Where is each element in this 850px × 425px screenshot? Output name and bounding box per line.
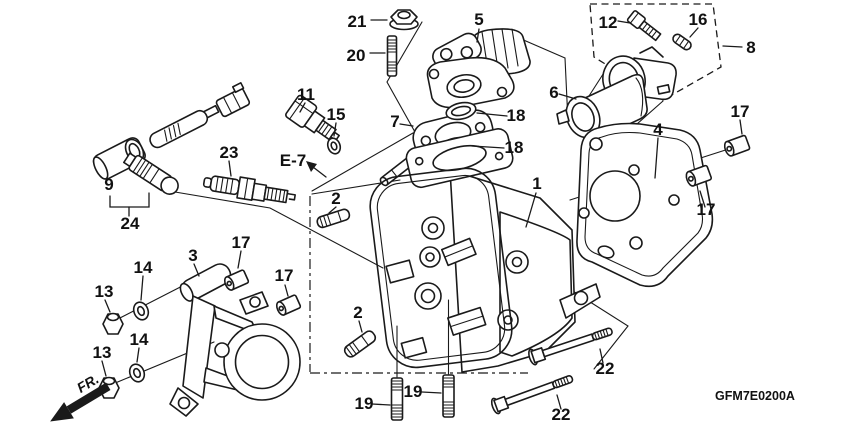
callout-9: 9 xyxy=(104,175,113,194)
callout-8: 8 xyxy=(746,38,755,57)
callout-4: 4 xyxy=(653,120,663,139)
callout-labels: 21 20 5 12 16 8 6 7 18 18 11 15 9 24 23 … xyxy=(93,10,756,424)
part-dowel-17-left-top xyxy=(223,270,249,292)
part-holder-assembly-3 xyxy=(170,260,300,416)
callout-18-upper: 18 xyxy=(507,106,526,125)
callout-1: 1 xyxy=(532,174,541,193)
part-stud-2-lower xyxy=(343,329,378,359)
callout-14-lower: 14 xyxy=(130,330,149,349)
callout-18-lower: 18 xyxy=(505,138,524,157)
callout-16: 16 xyxy=(689,10,708,29)
part8-group-dashed-box xyxy=(590,4,721,100)
callout-14-upper: 14 xyxy=(134,258,153,277)
callout-19-left: 19 xyxy=(355,394,374,413)
callout-3: 3 xyxy=(188,246,197,265)
part-stud-bolt-20 xyxy=(388,36,397,76)
fr-arrow-head xyxy=(50,402,74,422)
callout-2-lower: 2 xyxy=(353,303,362,322)
callout-13-upper: 13 xyxy=(95,282,114,301)
diagram-code: GFM7E0200A xyxy=(715,389,795,403)
callout-23: 23 xyxy=(220,143,239,162)
callout-17-right-top: 17 xyxy=(731,102,750,121)
callout-24: 24 xyxy=(121,214,140,233)
part-nut-13-upper xyxy=(103,314,123,335)
part-head-gasket-4 xyxy=(577,124,712,287)
callout-19-right: 19 xyxy=(404,382,423,401)
part-flange-nut-21 xyxy=(390,10,418,30)
reference-arrow-e7 xyxy=(306,161,326,177)
part-washer-14-lower xyxy=(127,362,147,384)
part-washer-14-upper xyxy=(131,300,151,322)
part-dowel-17-right-bottom xyxy=(685,165,712,187)
callout-6: 6 xyxy=(549,83,558,102)
chain-centerlines xyxy=(310,196,528,373)
callout-17-left-top: 17 xyxy=(232,233,251,252)
part-dowel-17-right-top xyxy=(723,135,750,157)
callout-7: 7 xyxy=(390,112,399,131)
callout-22-upper: 22 xyxy=(596,359,615,378)
callout-12: 12 xyxy=(599,13,618,32)
callout-17-left-right: 17 xyxy=(275,266,294,285)
callout-21: 21 xyxy=(348,12,367,31)
part-insulator-6 xyxy=(557,75,647,143)
part-dowel-pin-16 xyxy=(671,33,693,52)
part-plug-cap-9 xyxy=(90,83,251,182)
part-intake-manifold-5 xyxy=(428,29,531,108)
callout-20: 20 xyxy=(347,46,366,65)
part-stud-19-left xyxy=(392,378,403,420)
part-dowel-17-left-right xyxy=(275,295,301,317)
part-bolt-22-lower xyxy=(490,371,575,415)
callout-11: 11 xyxy=(297,85,315,104)
callout-2-upper: 2 xyxy=(331,189,340,208)
part-bolt-12 xyxy=(627,10,663,42)
part-o-ring-18-upper xyxy=(445,100,478,122)
part-spark-plug-23 xyxy=(202,172,296,207)
callout-leader-lines xyxy=(102,20,742,409)
part-cylinder-head-1 xyxy=(367,127,600,372)
part-stud-2-upper xyxy=(316,208,351,229)
reference-label-e7: E-7 xyxy=(280,151,306,170)
part-thermo-sensor-24 xyxy=(110,151,181,216)
callout-13-lower: 13 xyxy=(93,343,112,362)
callout-22-lower: 22 xyxy=(552,405,571,424)
front-direction-arrow: FR. xyxy=(50,371,111,422)
fr-arrow-shaft xyxy=(66,382,111,414)
callout-5: 5 xyxy=(474,10,483,29)
part-stud-19-right xyxy=(443,375,454,417)
part-bolt-22-upper xyxy=(527,323,614,365)
part-washer-15 xyxy=(326,136,343,155)
callout-17-right-bottom: 17 xyxy=(697,200,716,219)
callout-15: 15 xyxy=(327,105,346,124)
head-cover-gasket-face xyxy=(367,165,515,371)
